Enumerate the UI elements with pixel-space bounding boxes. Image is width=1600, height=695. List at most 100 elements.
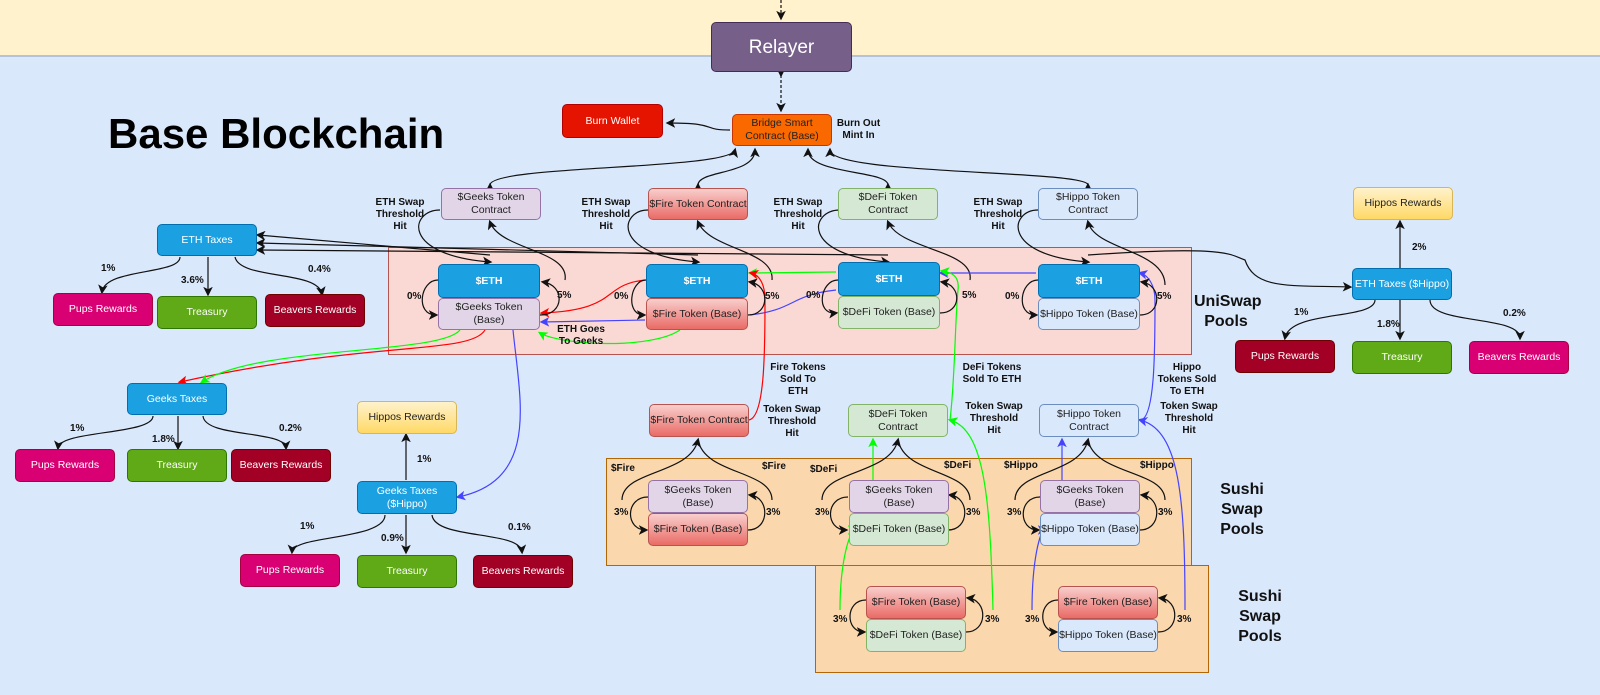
sushi1-fire-tag-left: $Fire (611, 463, 635, 474)
uniswap-defi-in-pct: 0% (806, 290, 821, 301)
uniswap-eth-fire[interactable]: $ETH (646, 264, 748, 298)
eth-swap-label-defi: ETH Swap Threshold Hit (773, 197, 823, 232)
defi-sold-label: DeFi Tokens Sold To ETH (962, 362, 1022, 385)
uniswap-eth-geeks[interactable]: $ETH (438, 264, 540, 298)
eth-taxes-treasury-pct: 3.6% (181, 275, 204, 286)
geeks-taxes-beavers-pct: 0.2% (279, 423, 302, 434)
uniswap-token-fire[interactable]: $Fire Token (Base) (646, 298, 748, 330)
uniswap-geeks-out-pct: 5% (557, 290, 572, 301)
uniswap-fire-in-pct: 0% (614, 291, 629, 302)
eth-taxes-hippo-treasury[interactable]: Treasury (1352, 341, 1452, 374)
sushi1-hippo-pct-right: 3% (1158, 507, 1173, 518)
uniswap-token-geeks[interactable]: $Geeks Token (Base) (438, 298, 540, 330)
sushi2-fire-token-a[interactable]: $Fire Token (Base) (866, 586, 966, 619)
eth-taxes-pups-rewards[interactable]: Pups Rewards (53, 293, 153, 326)
sushi1-fire-pct-left: 3% (614, 507, 629, 518)
fire-token-swap-label: Token Swap Threshold Hit (763, 404, 821, 439)
eth-taxes-hippo-pups-rewards[interactable]: Pups Rewards (1235, 340, 1335, 373)
sushi1-defi-tag-right: $DeFi (944, 460, 972, 471)
eth-taxes-treasury[interactable]: Treasury (157, 296, 257, 329)
geeks-taxes-hippo-hippos-rewards[interactable]: Hippos Rewards (357, 401, 457, 434)
hippo-contract-node[interactable]: $Hippo Token Contract (1038, 188, 1138, 220)
sushi-pools-label-2: Sushi Swap Pools (1238, 588, 1282, 645)
sushi1-hippo-tag-right: $Hippo (1140, 460, 1174, 471)
geeks-taxes-node[interactable]: Geeks Taxes (127, 383, 227, 415)
eth-taxes-hippo-treasury-pct: 1.8% (1377, 319, 1400, 330)
uniswap-eth-defi[interactable]: $ETH (838, 262, 940, 296)
hippo-token-swap-label: Token Swap Threshold Hit (1160, 401, 1218, 436)
hippo-contract-sushi-node[interactable]: $Hippo Token Contract (1039, 404, 1139, 437)
bridge-note: Burn Out Mint In (836, 118, 881, 141)
uniswap-hippo-in-pct: 0% (1005, 291, 1020, 302)
burn-wallet-node[interactable]: Burn Wallet (562, 104, 663, 138)
page-title: Base Blockchain (108, 110, 445, 157)
fire-contract-sushi-node[interactable]: $Fire Token Contract (649, 404, 749, 437)
sushi1-fire-geeks-token[interactable]: $Geeks Token (Base) (648, 480, 748, 513)
sushi2-hippo-pct-right: 3% (1177, 614, 1192, 625)
eth-taxes-pups-pct: 1% (101, 263, 116, 274)
defi-contract-sushi-node[interactable]: $DeFi Token Contract (848, 404, 948, 437)
sushi1-defi-pct-right: 3% (966, 507, 981, 518)
eth-taxes-hippo-hippos-pct: 2% (1412, 242, 1427, 253)
sushi1-defi-token[interactable]: $DeFi Token (Base) (849, 513, 949, 546)
sushi1-defi-pct-left: 3% (815, 507, 830, 518)
fire-contract-node[interactable]: $Fire Token Contract (648, 188, 748, 220)
sushi2-defi-pct-left: 3% (833, 614, 848, 625)
uniswap-defi-out-pct: 5% (962, 290, 977, 301)
uniswap-fire-out-pct: 5% (765, 291, 780, 302)
geeks-taxes-hippo-treasury[interactable]: Treasury (357, 555, 457, 588)
geeks-taxes-hippo-beavers-rewards[interactable]: Beavers Rewards (473, 555, 573, 588)
geeks-taxes-hippo-beavers-pct: 0.1% (508, 522, 531, 533)
geeks-taxes-hippo-pups-pct: 1% (300, 521, 315, 532)
eth-taxes-beavers-rewards[interactable]: Beavers Rewards (265, 294, 365, 327)
sushi2-hippo-pct-left: 3% (1025, 614, 1040, 625)
eth-swap-label-fire: ETH Swap Threshold Hit (581, 197, 631, 232)
geeks-taxes-hippo-pups-rewards[interactable]: Pups Rewards (240, 554, 340, 587)
uniswap-geeks-in-pct: 0% (407, 291, 422, 302)
eth-taxes-hippo-node[interactable]: ETH Taxes ($Hippo) (1352, 268, 1452, 300)
sushi2-hippo-token[interactable]: $Hippo Token (Base) (1058, 619, 1158, 652)
hippo-sold-label: Hippo Tokens Sold To ETH (1157, 362, 1217, 397)
eth-swap-label-geeks: ETH Swap Threshold Hit (375, 197, 425, 232)
eth-taxes-hippo-hippos-rewards[interactable]: Hippos Rewards (1353, 187, 1453, 220)
geeks-taxes-beavers-rewards[interactable]: Beavers Rewards (231, 449, 331, 482)
uniswap-eth-hippo[interactable]: $ETH (1038, 264, 1140, 298)
uniswap-token-defi[interactable]: $DeFi Token (Base) (838, 296, 940, 329)
sushi1-defi-tag-left: $DeFi (810, 464, 838, 475)
sushi1-defi-geeks-token[interactable]: $Geeks Token (Base) (849, 480, 949, 513)
geeks-taxes-treasury-pct: 1.8% (152, 434, 175, 445)
sushi1-hippo-pct-left: 3% (1007, 507, 1022, 518)
geeks-contract-node[interactable]: $Geeks Token Contract (441, 188, 541, 220)
sushi2-fire-token-b[interactable]: $Fire Token (Base) (1058, 586, 1158, 619)
sushi1-fire-pct-right: 3% (766, 507, 781, 518)
eth-swap-label-hippo: ETH Swap Threshold Hit (973, 197, 1023, 232)
sushi1-hippo-geeks-token[interactable]: $Geeks Token (Base) (1040, 480, 1140, 513)
geeks-taxes-pups-pct: 1% (70, 423, 85, 434)
eth-goes-to-geeks-label: ETH Goes To Geeks (557, 324, 605, 347)
geeks-taxes-pups-rewards[interactable]: Pups Rewards (15, 449, 115, 482)
geeks-taxes-hippo-treasury-pct: 0.9% (381, 533, 404, 544)
defi-contract-node[interactable]: $DeFi Token Contract (838, 188, 938, 220)
eth-taxes-beavers-pct: 0.4% (308, 264, 331, 275)
sushi1-fire-token[interactable]: $Fire Token (Base) (648, 513, 748, 546)
eth-taxes-hippo-beavers-rewards[interactable]: Beavers Rewards (1469, 341, 1569, 374)
geeks-taxes-hippo-node[interactable]: Geeks Taxes ($Hippo) (357, 481, 457, 514)
bridge-contract-node[interactable]: Bridge Smart Contract (Base) (732, 114, 832, 146)
sushi1-hippo-token[interactable]: $Hippo Token (Base) (1040, 513, 1140, 546)
eth-taxes-node[interactable]: ETH Taxes (157, 224, 257, 256)
eth-taxes-hippo-pups-pct: 1% (1294, 307, 1309, 318)
eth-taxes-hippo-beavers-pct: 0.2% (1503, 308, 1526, 319)
defi-token-swap-label: Token Swap Threshold Hit (965, 401, 1023, 436)
uniswap-token-hippo[interactable]: $Hippo Token (Base) (1038, 298, 1140, 330)
relayer-node[interactable]: Relayer (711, 22, 852, 72)
uniswap-pools-label: UniSwap Pools (1194, 293, 1262, 330)
fire-sold-label: Fire Tokens Sold To ETH (770, 362, 826, 397)
geeks-taxes-treasury[interactable]: Treasury (127, 449, 227, 482)
sushi2-defi-pct-right: 3% (985, 614, 1000, 625)
geeks-taxes-hippo-hippos-pct: 1% (417, 454, 432, 465)
uniswap-hippo-out-pct: 5% (1157, 291, 1172, 302)
sushi1-fire-tag-right: $Fire (762, 461, 786, 472)
sushi-pools-label-1: Sushi Swap Pools (1220, 481, 1264, 538)
sushi2-defi-token[interactable]: $DeFi Token (Base) (866, 619, 966, 652)
